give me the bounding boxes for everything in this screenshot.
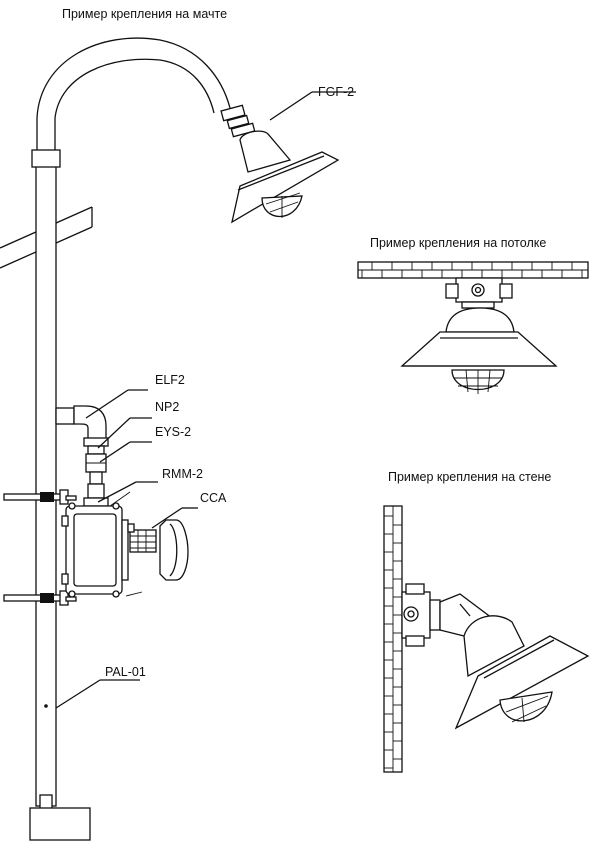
curved-arm: [36, 37, 231, 150]
caption-ceiling-mount: Пример крепления на потолке: [370, 236, 546, 250]
label-np2: NP2: [155, 400, 179, 414]
pole-cap: [31, 149, 61, 168]
label-eys2: EYS-2: [155, 425, 191, 439]
wall-mount: [383, 505, 590, 773]
wall-brick-strip: [383, 505, 403, 773]
label-fgf2: FGF-2: [318, 85, 354, 99]
leader-cca: [151, 507, 183, 529]
label-pal01: PAL-01: [105, 665, 146, 679]
label-rmm2: RMM-2: [162, 467, 203, 481]
label-elf2: ELF2: [155, 373, 185, 387]
cca-module: [129, 529, 157, 553]
leader-eys2: [99, 441, 131, 463]
elf2-elbow: [55, 405, 109, 447]
pole-base-neck: [39, 794, 53, 810]
caption-mast-mount: Пример крепления на мачте: [62, 7, 227, 21]
leader-pal01: [55, 679, 101, 709]
np2-nipple: [87, 445, 105, 455]
lower-bracket: [3, 590, 77, 606]
cca-cover: [159, 519, 189, 581]
rmm2-fitting: [87, 483, 105, 499]
wall-luminaire: [439, 593, 590, 730]
ceiling-luminaire: [400, 307, 558, 394]
wall-box: [401, 583, 441, 647]
pole-bolt-hole: [44, 704, 48, 708]
leader-elf2: [85, 389, 129, 419]
leader-np2: [97, 417, 131, 449]
ceiling-brick-strip: [357, 261, 589, 279]
leader-rmm2: [97, 481, 137, 503]
label-cca: CCA: [200, 491, 227, 505]
mast-assembly: FGF-2: [0, 37, 356, 841]
upper-bracket: [3, 489, 77, 505]
cca-control-station: [127, 519, 189, 581]
junction-box: [61, 491, 143, 598]
fittings-stack: [83, 445, 109, 507]
leader-fgf2: [269, 91, 313, 121]
caption-wall-mount: Пример крепления на стене: [388, 470, 551, 484]
pole-base-plate: [29, 807, 91, 841]
fgf2-luminaire: [220, 104, 340, 224]
ceiling-mount: [357, 261, 589, 394]
ceiling-box: [445, 277, 513, 309]
pole: [29, 149, 91, 841]
